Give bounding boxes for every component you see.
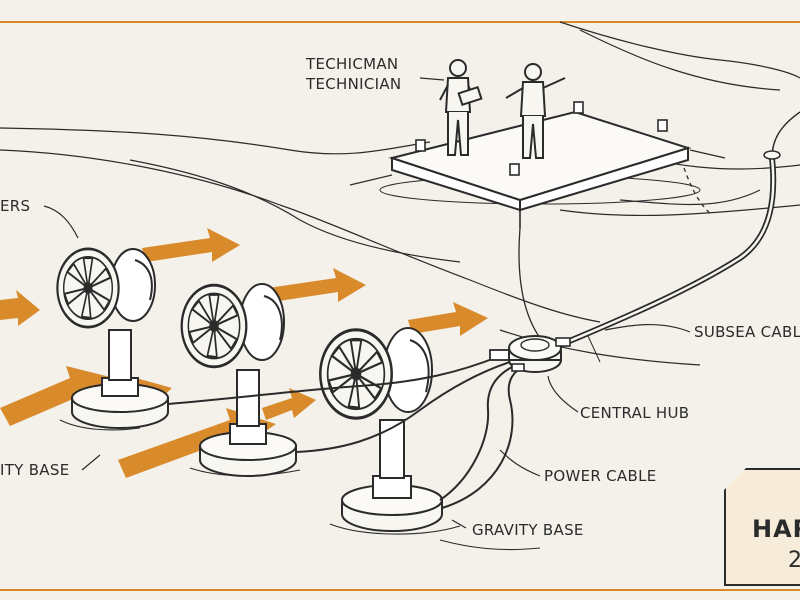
- technician-label-line1: TECHICMAN: [306, 55, 399, 73]
- barge-umbilical: [349, 149, 726, 339]
- current-arrows: [0, 228, 488, 478]
- gravity-base-label: GRAVITY BASE: [472, 521, 584, 539]
- frame-lines: [0, 21, 800, 591]
- turbines-label: ERS: [0, 197, 31, 215]
- subsea-cable: [558, 111, 800, 363]
- technician-with-clipboard: [439, 59, 483, 156]
- central-hub: [489, 335, 571, 373]
- badge-title: HAR: [752, 515, 800, 543]
- badge-fold: [724, 468, 746, 490]
- power-cable-label: POWER CABLE: [544, 467, 657, 485]
- central-hub-label: CENTRAL HUB: [580, 404, 690, 422]
- badge-subtitle: 2: [788, 548, 800, 573]
- turbine-3: [318, 327, 443, 532]
- turbine-2: [180, 283, 297, 477]
- turbine-1: [56, 247, 169, 429]
- gravity-base-left-label: ITY BASE: [0, 461, 70, 479]
- leader-lines: [43, 77, 691, 529]
- subsea-cable-label: SUBSEA CABLE: [694, 323, 800, 341]
- technician-gesturing: [505, 63, 566, 159]
- power-cables: [167, 355, 526, 509]
- technician-label-line2: TECHNICIAN: [306, 75, 402, 93]
- seabed-lines: [59, 419, 541, 551]
